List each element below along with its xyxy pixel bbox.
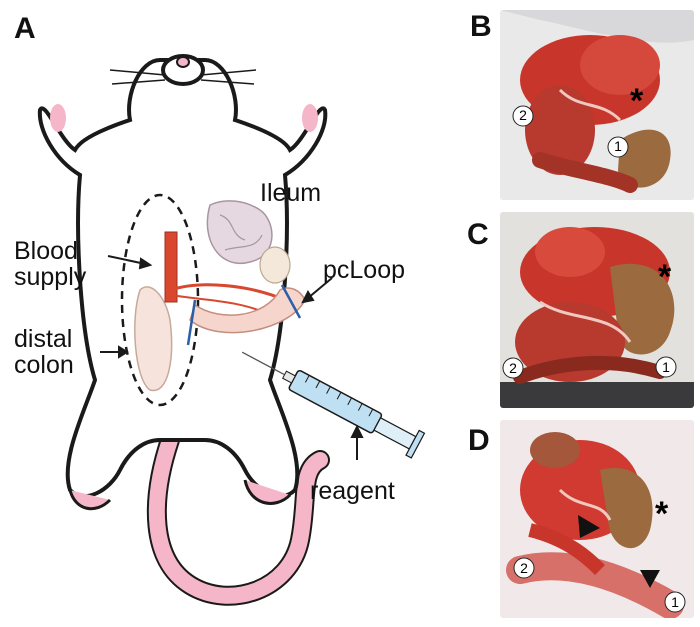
label-blood-supply-line2: supply [14, 263, 87, 291]
hind-left-paw [68, 489, 112, 511]
ligature-1 [186, 299, 197, 346]
photo-b-marker-2: 2 [519, 107, 527, 123]
photo-d [500, 420, 694, 618]
blood-supply-vessel [164, 231, 178, 303]
arrowhead-1 [578, 515, 600, 538]
label-ileum: Ileum [260, 179, 322, 207]
photo-b-asterisk: * [630, 82, 644, 120]
panel-letter-d: D [468, 424, 490, 457]
incision-outline [120, 193, 200, 407]
photo-d-asterisk: * [655, 495, 669, 533]
panel-letter-a: A [14, 12, 36, 45]
whiskers [109, 69, 257, 85]
label-blood-supply-line1: Blood [14, 237, 78, 265]
photo-d-markers [513, 515, 686, 613]
distal-colon [134, 286, 173, 392]
mouse-body [37, 58, 328, 498]
photo-c-marker-2: 2 [509, 360, 517, 376]
photo-d-marker-2: 2 [520, 560, 528, 576]
label-pcloop: pcLoop [323, 256, 406, 284]
photo-c-markers [502, 356, 677, 379]
front-left-paw [50, 104, 66, 132]
annotation-arrows [100, 255, 364, 460]
photo-d-marker-1: 1 [671, 594, 679, 610]
photo-b-markers [512, 105, 629, 158]
panel-letter-c: C [467, 218, 489, 251]
ligature-2 [280, 284, 302, 319]
photo-c-marker-1: 1 [662, 359, 670, 375]
panel-letter-b: B [470, 10, 492, 43]
arrowhead-2 [640, 570, 660, 588]
mouse-schematic [37, 54, 426, 606]
photo-b-marker-1: 1 [614, 138, 622, 154]
photo-b [500, 10, 694, 200]
mouse-nose [176, 56, 190, 68]
front-right-paw [302, 104, 318, 132]
syringe [241, 351, 426, 459]
label-reagent: reagent [310, 477, 395, 505]
label-distal-colon-line1: distal [14, 325, 73, 353]
photo-c [500, 212, 694, 408]
pcloop [189, 287, 306, 334]
hind-right-paw [243, 479, 292, 505]
photo-c-asterisk: * [658, 258, 672, 296]
label-distal-colon-line2: colon [14, 351, 74, 379]
